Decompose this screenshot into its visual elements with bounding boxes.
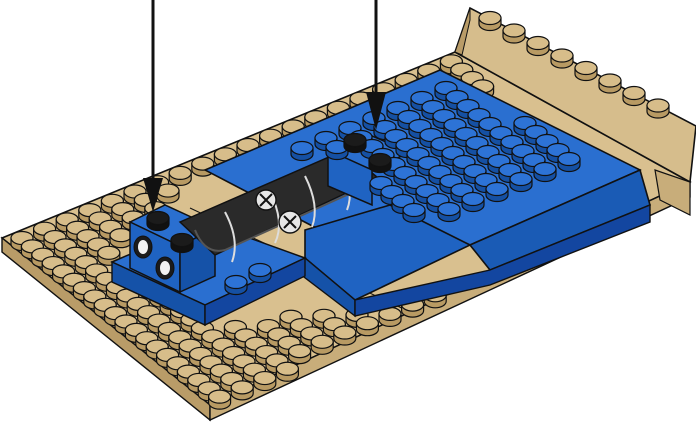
tan-stud	[527, 37, 549, 56]
black-stud	[344, 134, 366, 153]
tan-stud	[231, 381, 253, 400]
tan-stud	[169, 166, 191, 185]
tan-stud	[551, 49, 573, 68]
black-stud	[369, 154, 391, 173]
blue-stud	[249, 264, 271, 283]
blue-stud	[225, 276, 247, 295]
blue-stud	[403, 204, 425, 223]
blue-stud	[291, 142, 313, 161]
tan-stud	[479, 12, 501, 31]
blue-stud	[438, 203, 460, 222]
tan-stud	[575, 62, 597, 81]
blue-stud	[462, 193, 484, 212]
tan-stud	[623, 87, 645, 106]
tan-stud	[254, 372, 276, 391]
tan-stud	[289, 345, 311, 364]
arrow-left	[143, 0, 163, 212]
blue-stud	[558, 153, 580, 172]
tan-stud	[503, 24, 525, 43]
blue-stud	[534, 163, 556, 182]
black-stud	[171, 234, 193, 253]
tan-stud	[311, 335, 333, 354]
tan-stud	[356, 317, 378, 336]
tan-stud	[276, 362, 298, 381]
pin-hole-2-inner	[160, 261, 170, 275]
blue-stud	[510, 173, 532, 192]
blue-stud	[486, 183, 508, 202]
black-stud	[147, 212, 169, 231]
tan-stud	[599, 74, 621, 93]
tan-stud	[110, 229, 132, 248]
pin-hole-1-inner	[138, 240, 148, 254]
tan-stud	[209, 390, 231, 409]
tan-stud	[334, 326, 356, 345]
tan-stud	[647, 99, 669, 118]
